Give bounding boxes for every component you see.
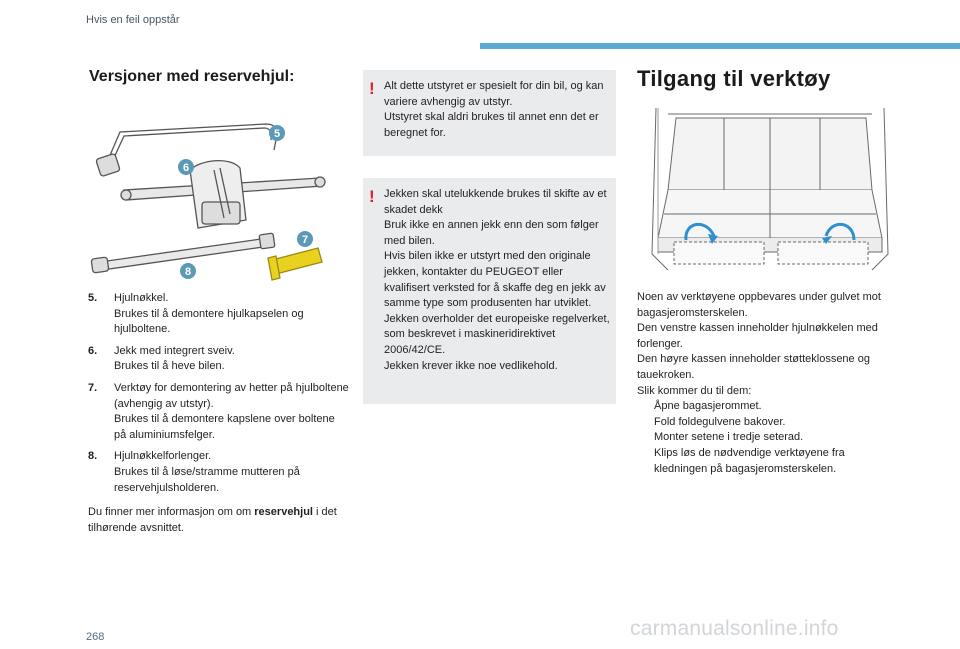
item-desc: Brukes til å demontere kapslene over bol… [114,413,335,441]
header-accent-bar [480,43,960,49]
callout-6-label: 6 [183,162,189,174]
step-text: Åpne bagasjerommet. [654,400,762,413]
callout-7 [297,231,313,247]
item-desc: Brukes til å løse/stramme mutteren på re… [114,465,300,494]
left-storage-box [673,241,765,265]
wheel-brace-shape [107,123,278,161]
step-item: Fold foldegulvene bakover. [637,415,887,431]
step-marker-icon [637,430,654,446]
tools-illustration: 5 6 7 8 [90,123,326,281]
warning-line: Bruk ikke en annen jekk enn den som følg… [384,219,599,247]
warning-line: Hvis bilen ikke er utstyrt med den origi… [384,250,606,310]
trunk-illustration [651,107,889,271]
callout-6 [178,159,194,175]
warning-line: Jekken overholder det europeiske regelve… [384,312,610,356]
step-item: Klips løs de nødvendige verktøyene fra k… [637,446,887,477]
warning-icon: ! [369,187,375,206]
extension-bar-shape [90,232,276,274]
warning-icon: ! [369,79,375,98]
callout-5-label: 5 [274,128,280,140]
list-item-5: 5. Hjulnøkkel. Brukes til å demontere hj… [88,291,350,338]
right-storage-box [777,241,869,265]
more-info-link-term: reservehjul [254,506,313,518]
item-number: 8. [88,450,98,463]
jack-shape [120,160,326,229]
section-heading-spare-wheel: Versjoner med reservehjul: [89,68,295,85]
warning-box-jack: ! Jekken skal utelukkende brukes til ski… [363,178,616,404]
paragraph-line: Noen av verktøyene oppbevares under gulv… [637,291,881,319]
warning-line: Jekken skal utelukkende brukes til skift… [384,188,607,216]
item-number: 7. [88,381,98,394]
item-desc: Brukes til å demontere hjulkapselen og h… [114,307,304,336]
step-text: Fold foldegulvene bakover. [654,415,786,428]
step-text: Monter setene i tredje seterad. [654,431,804,444]
step-item: Monter setene i tredje seterad. [637,430,887,446]
item-title: Hjulnøkkelforlenger. [114,450,212,463]
page-number: 268 [86,631,105,643]
left-clip-arrow-icon [684,223,716,241]
paragraph-line: Slik kommer du til dem: [637,384,752,397]
step-text: Klips løs de nødvendige verktøyene fra k… [654,446,845,475]
item-number: 6. [88,344,98,357]
item-title: Verktøy for demontering av hetter på hju… [114,381,349,410]
item-number: 5. [88,292,98,304]
item-title: Hjulnøkkel. [114,292,169,304]
right-clip-arrow-icon [824,223,856,241]
warning-line: Alt dette utstyret er spesielt for din b… [384,80,604,108]
list-item-8: 8. Hjulnøkkelforlenger. Brukes til å løs… [88,449,350,496]
warning-box-equipment: ! Alt dette utstyret er spesielt for din… [363,70,616,156]
more-info-suffix: i det tilhørende avsnittet. [88,506,337,534]
section-heading-tool-access: Tilgang til verktøy [637,66,831,91]
list-item-6: 6. Jekk med integrert sveiv. Brukes til … [88,344,350,375]
step-marker-icon [637,446,654,477]
item-desc: Brukes til å heve bilen. [114,360,225,373]
more-info-prefix: Du finner mer informasjon om om [88,506,255,518]
cap-removal-tool-shape [267,247,323,281]
callout-5 [269,125,285,141]
warning-line: Jekken krever ikke noe vedlikehold. [384,359,558,372]
warning-line: Utstyret skal aldri brukes til annet enn… [384,111,599,139]
running-header: Hvis en feil oppstår [86,14,180,26]
callout-8 [180,263,196,279]
item-title: Jekk med integrert sveiv. [114,344,235,357]
step-marker-icon [637,399,654,415]
list-item-7: 7. Verktøy for demontering av hetter på … [88,381,350,443]
step-marker-icon [637,415,654,431]
watermark: carmanualsonline.info [630,617,839,640]
tool-list: 5. Hjulnøkkel. Brukes til å demontere hj… [88,291,350,502]
paragraph-line: Den venstre kassen inneholder hjulnøkkel… [637,322,878,350]
step-item: Åpne bagasjerommet. [637,399,887,415]
callout-7-label: 7 [302,234,308,246]
tool-access-text: Noen av verktøyene oppbevares under gulv… [637,290,887,477]
paragraph-line: Den høyre kassen inneholder støtteklosse… [637,353,870,381]
callout-8-label: 8 [185,266,191,278]
more-info-paragraph: Du finner mer informasjon om om reserveh… [88,505,350,536]
